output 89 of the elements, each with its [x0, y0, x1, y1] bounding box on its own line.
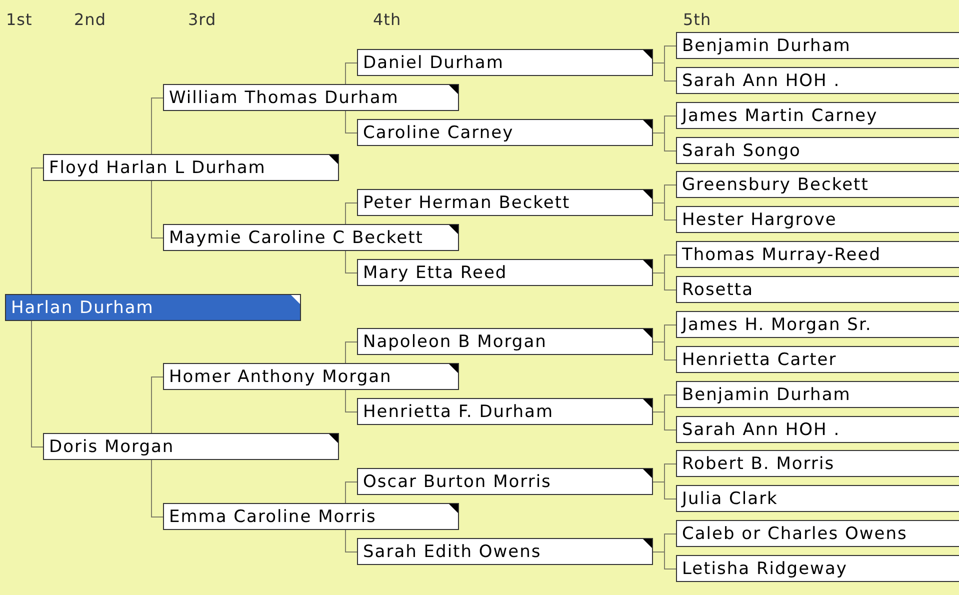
person-name: Henrietta F. Durham	[363, 402, 554, 422]
person-box	[676, 276, 959, 303]
person-name: Caroline Carney	[363, 122, 514, 142]
person-name: Sarah Songo	[682, 140, 801, 160]
person-name: Greensbury Beckett	[682, 174, 869, 194]
person-box	[43, 433, 339, 460]
person-name: William Thomas Durham	[169, 88, 399, 108]
generation-heading: 3rd	[188, 10, 216, 30]
person-box	[357, 189, 653, 216]
generation-heading: 5th	[683, 10, 712, 30]
person-box	[676, 520, 959, 547]
person-name: Sarah Edith Owens	[363, 542, 542, 562]
person-box	[676, 67, 959, 94]
connector-line	[345, 342, 358, 364]
person-box	[676, 137, 959, 164]
person-box	[163, 363, 459, 390]
person-name: Daniel Durham	[363, 52, 504, 72]
connector-line	[345, 482, 358, 504]
person-box	[676, 450, 959, 477]
person-box	[43, 154, 339, 181]
connector-line	[652, 552, 676, 570]
person-name: Henrietta Carter	[682, 350, 837, 370]
person-box	[357, 398, 653, 425]
connector-line	[345, 110, 358, 134]
person-name: Doris Morgan	[49, 436, 174, 456]
person-name: Maymie Caroline C Beckett	[169, 228, 424, 248]
person-name: Sarah Ann HOH .	[682, 420, 840, 440]
connector-line	[151, 460, 164, 518]
connector-line	[345, 250, 358, 274]
connector-line	[652, 342, 676, 360]
connector-line	[31, 168, 44, 294]
generation-heading: 1st	[6, 10, 32, 30]
person-name: Caleb or Charles Owens	[682, 524, 908, 544]
person-name: Rosetta	[682, 280, 754, 300]
person-box	[357, 468, 653, 495]
connector-line	[652, 202, 676, 220]
person-box	[163, 224, 459, 251]
generation-heading: 4th	[373, 10, 402, 30]
person-box	[676, 206, 959, 233]
person-box	[163, 503, 459, 530]
person-box	[676, 555, 959, 582]
person-box	[357, 49, 653, 76]
connector-line	[652, 482, 676, 500]
person-box	[676, 485, 959, 512]
generation-heading: 2nd	[74, 10, 106, 30]
connector-line	[151, 98, 164, 154]
person-name: Oscar Burton Morris	[363, 472, 552, 492]
person-name: Mary Etta Reed	[363, 262, 508, 282]
connector-line	[652, 62, 676, 82]
person-name: Homer Anthony Morgan	[169, 366, 392, 386]
person-name: Hester Hargrove	[682, 210, 837, 230]
person-box	[357, 538, 653, 565]
selected-person-box	[5, 294, 301, 321]
person-name: Sarah Ann HOH .	[682, 70, 840, 90]
connector-line	[652, 132, 676, 152]
connector-line	[31, 320, 44, 448]
person-box	[163, 84, 459, 111]
person-box	[676, 102, 959, 129]
connector-line	[652, 272, 676, 290]
person-box	[676, 381, 959, 408]
person-name: Emma Caroline Morris	[169, 506, 376, 526]
person-name: Benjamin Durham	[682, 36, 851, 56]
person-name: Harlan Durham	[11, 298, 154, 318]
person-name: Thomas Murray-Reed	[682, 244, 881, 264]
person-name: Peter Herman Beckett	[363, 192, 570, 212]
connector-line	[345, 530, 358, 552]
person-name: James H. Morgan Sr.	[682, 314, 872, 334]
person-name: Robert B. Morris	[682, 454, 835, 474]
person-name: Floyd Harlan L Durham	[49, 158, 266, 178]
connector-line	[345, 390, 358, 412]
connector-line	[345, 62, 358, 84]
person-box	[676, 416, 959, 443]
person-box	[676, 311, 959, 338]
person-name: Julia Clark	[682, 488, 778, 508]
person-box	[676, 32, 959, 59]
connector-line	[345, 202, 358, 224]
person-box	[357, 119, 653, 146]
person-box	[676, 171, 959, 198]
person-name: Benjamin Durham	[682, 384, 851, 404]
connector-line	[151, 376, 164, 434]
person-box	[357, 328, 653, 355]
connector-line	[151, 180, 164, 238]
person-name: Letisha Ridgeway	[682, 558, 848, 578]
person-box	[357, 259, 653, 286]
person-box	[676, 346, 959, 373]
connector-line	[652, 412, 676, 430]
person-name: James Martin Carney	[682, 106, 878, 126]
person-box	[676, 241, 959, 268]
person-name: Napoleon B Morgan	[363, 332, 547, 352]
